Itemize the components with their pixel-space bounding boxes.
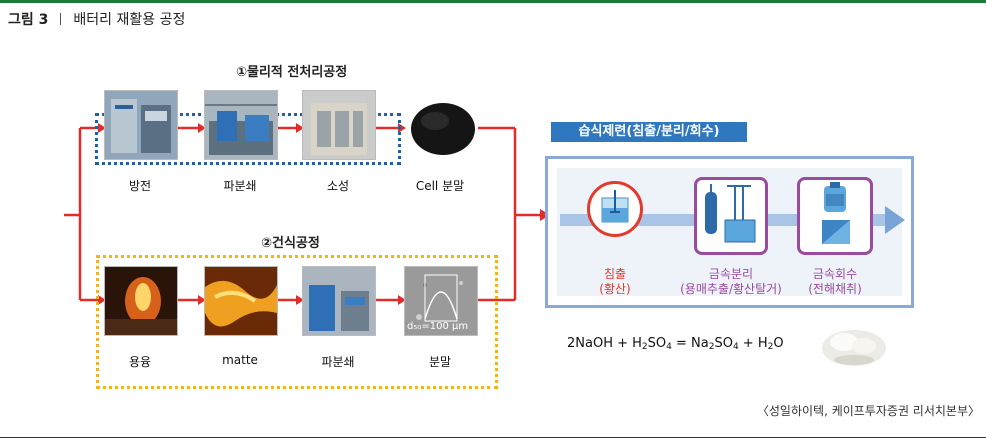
matte-photo [204, 266, 278, 336]
figure-title-text: 배터리 재활용 공정 [73, 12, 186, 28]
formula-subscript: 4 [666, 342, 672, 352]
step-caption: Cell 분말 [415, 179, 465, 193]
formula-subscript: 2 [767, 342, 774, 352]
metal-separation-label: 금속분리 [708, 267, 754, 281]
formula-part: + H [738, 336, 768, 351]
dry-process-frame [96, 255, 498, 389]
crushing-photo-bottom [302, 266, 376, 336]
metal-separation-sublabel: (용매추출/황산탈거) [680, 282, 782, 296]
formula-part: = Na [671, 336, 709, 351]
leaching-sublabel: (황산) [599, 282, 631, 296]
step-caption: 용융 [128, 355, 152, 369]
figure-label: 그림 3 [8, 12, 49, 28]
reaction-formula: 2NaOH + H2SO4 = Na2SO4 + H2O [567, 336, 784, 352]
crushing-photo-top [204, 90, 278, 160]
bottom-rule [0, 437, 986, 438]
formula-part: 2NaOH + H [567, 336, 642, 351]
formula-part: SO [647, 336, 667, 351]
metal-separation-icon [694, 177, 768, 255]
metal-recovery-icon [797, 177, 873, 255]
dry-process-label: ②건식공정 [258, 232, 323, 251]
discharge-photo [104, 90, 178, 160]
title-separator [60, 13, 62, 25]
formula-subscript: 4 [732, 342, 739, 352]
powder-scale-label: d₅₀=100 μm [407, 321, 469, 332]
step-caption: 소성 [326, 179, 350, 193]
calcination-photo [302, 90, 376, 160]
source-note: 〈성일하이텍, 케이프투자증권 리서치본부〉 [756, 404, 980, 418]
formula-subscript: 2 [708, 342, 715, 352]
step-caption: 파분쇄 [321, 355, 355, 369]
formula-part: O [773, 336, 784, 351]
step-caption: 방전 [128, 179, 152, 193]
leaching-label: 침출 [603, 267, 627, 281]
cell-powder-photo [404, 90, 478, 160]
formula-subscript: 2 [641, 342, 648, 352]
wet-process-header: 습식제련(침출/분리/회수) [551, 122, 747, 142]
metal-recovery-sublabel: (전해채취) [808, 282, 862, 296]
step-caption: matte [222, 353, 258, 367]
step-caption: 분말 [428, 355, 452, 369]
top-rule [0, 0, 986, 3]
powder-micrograph: d₅₀=100 μm [404, 266, 478, 336]
step-caption: 파분쇄 [223, 179, 257, 193]
figure-title: 그림 3 배터리 재활용 공정 [8, 9, 185, 29]
physical-process-label: ①물리적 전처리공정 [233, 61, 351, 80]
formula-part: SO [714, 336, 733, 351]
sodium-sulfate-crystal-image [822, 330, 886, 366]
leaching-icon [587, 181, 643, 237]
smelting-photo [104, 266, 178, 336]
metal-recovery-label: 금속회수 [812, 267, 858, 281]
